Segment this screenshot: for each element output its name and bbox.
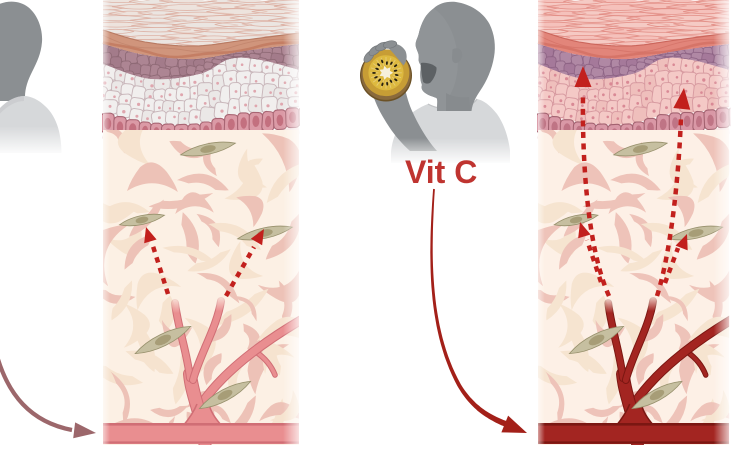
svg-text:Vit C: Vit C — [405, 154, 477, 190]
